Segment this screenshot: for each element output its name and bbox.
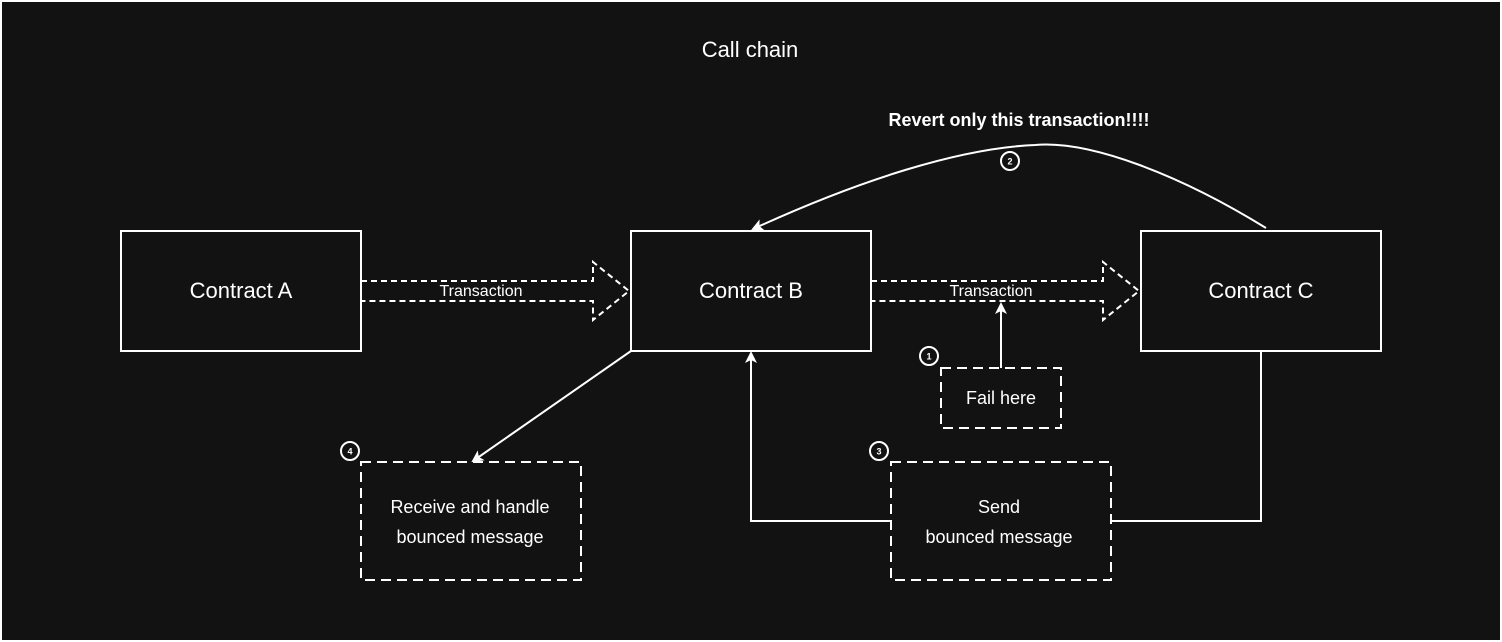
send-bounced-line2: bounced message [925, 527, 1072, 547]
transaction-label-a-to-b: Transaction [440, 283, 523, 300]
connector-c-to-send [1111, 351, 1262, 522]
step-badge-2: 2 [1000, 151, 1020, 171]
diagram-title: Call chain [702, 37, 799, 62]
step-4-number: 4 [347, 447, 352, 457]
revert-arrow: Revert only this transaction!!!! [751, 110, 1267, 231]
step-badge-3: 3 [869, 441, 889, 461]
bounce-arrow-to-b [745, 351, 891, 522]
send-bounced-line1: Send [978, 497, 1020, 517]
receive-bounced-line1: Receive and handle [390, 497, 549, 517]
receive-bounced-note: Receive and handle bounced message [360, 461, 582, 581]
step-2-number: 2 [1007, 157, 1012, 167]
step-1-number: 1 [926, 352, 931, 362]
step-badge-4: 4 [340, 441, 360, 461]
transaction-label-b-to-c: Transaction [950, 283, 1033, 300]
arrow-b-to-receive [471, 350, 632, 463]
transaction-arrow-a-to-b: Transaction [361, 259, 631, 323]
transaction-arrow-b-to-c: Transaction [871, 259, 1141, 323]
receive-bounced-line2: bounced message [396, 527, 543, 547]
step-3-number: 3 [876, 447, 881, 457]
contract-c-label: Contract C [1208, 278, 1313, 303]
contract-c-box: Contract C [1140, 230, 1382, 352]
revert-label: Revert only this transaction!!!! [888, 110, 1149, 130]
contract-a-box: Contract A [120, 230, 362, 352]
send-bounced-note: Send bounced message [890, 461, 1112, 581]
contract-b-box: Contract B [630, 230, 872, 352]
contract-a-label: Contract A [190, 278, 293, 303]
contract-b-label: Contract B [699, 278, 803, 303]
fail-here-label: Fail here [966, 388, 1036, 408]
fail-here-note: Fail here [940, 367, 1062, 429]
step-badge-1: 1 [919, 346, 939, 366]
